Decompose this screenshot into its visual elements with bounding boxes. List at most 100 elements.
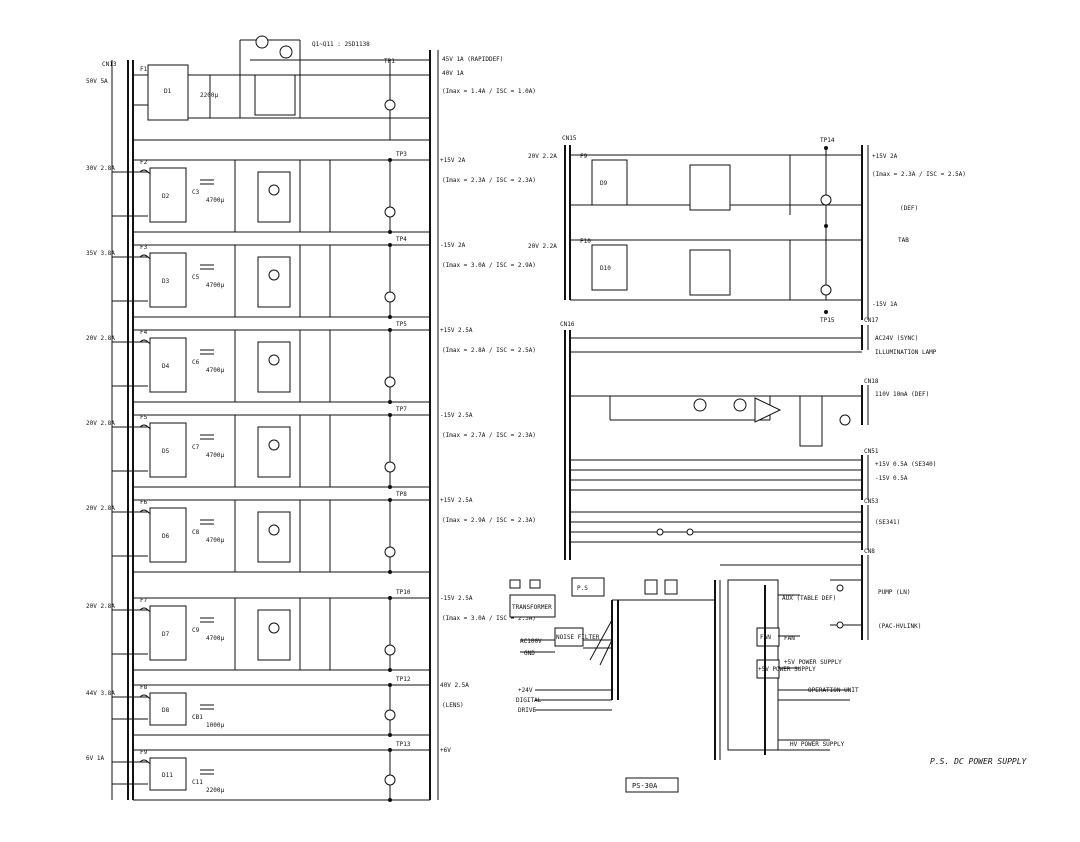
reg-input: 6V 1A — [86, 755, 104, 762]
reg-cap-val: 4700μ — [206, 537, 224, 544]
reg-bridge-box — [149, 605, 187, 661]
reg-tp-dot — [388, 243, 392, 247]
reg-bridge-box — [149, 507, 187, 563]
reg-input: 35V 3.8A — [86, 250, 115, 257]
reg-output: -15V 2A — [440, 242, 466, 249]
reg-fuse: F5 — [140, 414, 148, 421]
reg-input: 50V 5A — [86, 78, 108, 85]
reg-bridge-box — [149, 422, 187, 478]
reg-cap: CB1 — [192, 714, 203, 721]
ru-tp-0: TP14 — [820, 137, 835, 144]
reg-output: -15V 2.5A — [440, 595, 473, 602]
rl-10: +5V POWER SUPPLY — [784, 659, 842, 666]
reg-note: (Imax = 3.0A / ISC = 2.9A) — [442, 262, 536, 269]
reg-output: 45V 1A (RAPIDDEF) — [442, 56, 503, 63]
reg-output: +15V 2.5A — [440, 327, 473, 334]
in-3: DIGITAL — [516, 697, 542, 704]
fan-block — [756, 627, 780, 647]
reg-output: +15V 2.5A — [440, 497, 473, 504]
reg-ic-node — [268, 524, 280, 536]
transformer-block — [509, 594, 556, 618]
reg-tp: TP13 — [396, 741, 411, 748]
reg-input: 20V 2.8A — [86, 603, 115, 610]
reg-input: 44V 3.8A — [86, 690, 115, 697]
reg-fuse: F4 — [140, 329, 148, 336]
reg-cap: C7 — [192, 444, 200, 451]
reg-fuse: F3 — [140, 244, 148, 251]
reg-tp-dot — [388, 315, 392, 319]
ru-bridge-1: D10 — [600, 265, 611, 272]
reg-led — [384, 644, 396, 656]
rl-8: AUX (TABLE DEF) — [782, 595, 836, 602]
reg-note: (Imax = 1.4A / ISC = 1.0A) — [442, 88, 536, 95]
reg-note: (Imax = 3.0A / ISC = 2.3A) — [442, 615, 536, 622]
blk-4: +5V POWER SUPPLY — [758, 666, 816, 673]
reg-bridge-box — [149, 167, 187, 223]
reg-tp: TP5 — [396, 321, 407, 328]
ru-bridge-0: D9 — [600, 180, 608, 187]
reg-fuse: F6 — [140, 499, 148, 506]
reg-tp: TP8 — [396, 491, 407, 498]
ru-note-0: (Imax = 2.3A / ISC = 2.5A) — [872, 171, 966, 178]
reg-tp-dot — [388, 570, 392, 574]
reg-ic-box — [257, 426, 291, 478]
reg-tp: TP1 — [384, 58, 395, 65]
blk-2: NOISE FILTER — [556, 634, 600, 641]
ru-input-1: 20V 2.2A — [528, 243, 557, 250]
right-lower-blocks — [509, 555, 869, 760]
reg-cap: C8 — [192, 529, 200, 536]
reg-bridge-box — [149, 252, 187, 308]
footer-stamp — [625, 777, 679, 793]
reg-cap-val: 4700μ — [206, 197, 224, 204]
reg-fuse: F8 — [140, 684, 148, 691]
rl-2: 110V 10mA (DEF) — [875, 391, 929, 398]
reg-bridge: D2 — [162, 193, 170, 200]
ru-tp-1: TP15 — [820, 317, 835, 324]
reg-ic-node — [268, 184, 280, 196]
reg-ic-node — [268, 269, 280, 281]
reg-bridge: D5 — [162, 448, 170, 455]
reg-output-2: 40V 1A — [442, 70, 464, 77]
reg-tp: TP12 — [396, 676, 411, 683]
reg-bridge: D11 — [162, 772, 173, 779]
transistor-note: Q1~Q11 : 2SD1138 — [312, 41, 370, 48]
reg-ic-box — [257, 609, 291, 661]
ru-fuse-1: F10 — [580, 238, 591, 245]
reg-bridge: D7 — [162, 631, 170, 638]
reg-cap-val: 2200μ — [200, 92, 218, 99]
reg-tp-dot — [388, 328, 392, 332]
reg-note: (Imax = 2.9A / ISC = 2.3A) — [442, 517, 536, 524]
reg-bridge: D8 — [162, 707, 170, 714]
reg-note: (Imax = 2.7A / ISC = 2.3A) — [442, 432, 536, 439]
reg-output: +6V — [440, 747, 451, 754]
reg-tp: TP3 — [396, 151, 407, 158]
reg-cap: C6 — [192, 359, 200, 366]
reg-bridge: D4 — [162, 363, 170, 370]
ru-tag-1: TAB — [898, 237, 909, 244]
reg-tp-dot — [388, 668, 392, 672]
rl-9: FAN — [784, 635, 795, 642]
reg-tp-dot — [388, 498, 392, 502]
blk-1: TRANSFORMER — [512, 604, 552, 611]
right-upper-frame — [564, 145, 869, 320]
reg-bridge: D6 — [162, 533, 170, 540]
reg-note: (LENS) — [442, 702, 464, 709]
reg-tp-dot — [388, 400, 392, 404]
reg-led — [384, 546, 396, 558]
in-0: AC100V — [520, 638, 542, 645]
rc-2: CN17 — [864, 317, 879, 324]
reg-led — [384, 206, 396, 218]
reg-bridge-box — [149, 757, 187, 791]
reg-led — [384, 376, 396, 388]
rc-6: CN8 — [864, 548, 875, 555]
rl-1: ILLUMINATION LAMP — [875, 349, 937, 356]
reg-output: -15V 2.5A — [440, 412, 473, 419]
rc-0: CN15 — [562, 135, 577, 142]
reg-tp-dot — [388, 413, 392, 417]
rc-5: CN53 — [864, 498, 879, 505]
footer-tag: PS-30A — [632, 782, 658, 790]
in-4: DRIVE — [518, 707, 536, 714]
